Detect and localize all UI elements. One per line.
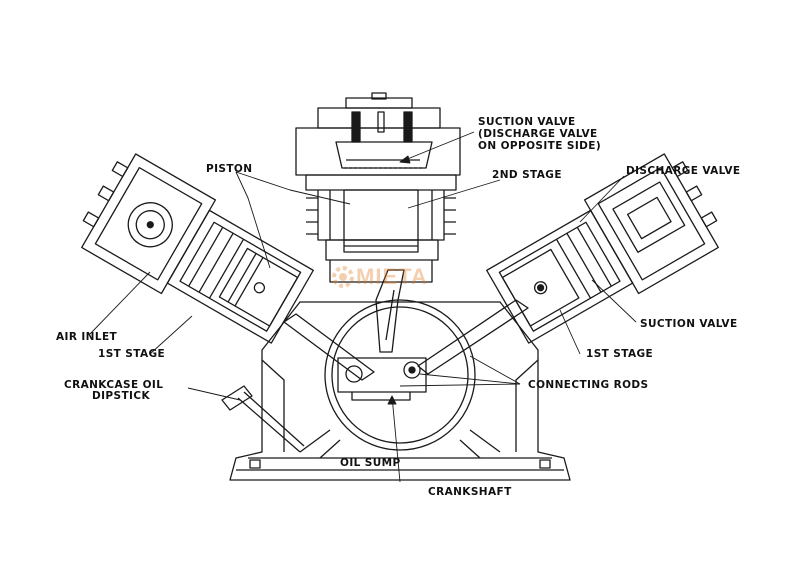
connecting-rods <box>283 299 529 401</box>
label-suction-valve-right: SUCTION VALVE <box>640 318 738 330</box>
gear-icon <box>332 266 354 288</box>
watermark: MIETA <box>330 262 480 296</box>
label-discharge-valve: DISCHARGE VALVE <box>626 165 741 177</box>
dipstick <box>221 385 305 453</box>
label-suction-valve-top: SUCTION VALVE <box>478 116 576 128</box>
right-first-stage-cylinder <box>486 153 719 344</box>
left-first-stage-cylinder <box>81 153 314 344</box>
label-first-stage-left: 1ST STAGE <box>98 348 166 360</box>
watermark-text: MIETA <box>356 264 428 289</box>
leader-lines <box>89 131 637 483</box>
label-air-inlet: AIR INLET <box>56 331 118 343</box>
label-piston: PISTON <box>206 163 253 175</box>
label-discharge-note-1: (DISCHARGE VALVE <box>478 128 598 140</box>
label-crankcase-oil: CRANKCASE OIL <box>64 379 164 391</box>
label-crankshaft: CRANKSHAFT <box>428 486 512 498</box>
label-connecting-rods: CONNECTING RODS <box>528 379 649 391</box>
label-second-stage: 2ND STAGE <box>492 169 562 181</box>
label-dipstick: DIPSTICK <box>92 390 150 402</box>
label-first-stage-right: 1ST STAGE <box>586 348 654 360</box>
label-oil-sump: OIL SUMP <box>340 457 401 469</box>
crankcase <box>229 299 571 481</box>
label-discharge-note-2: ON OPPOSITE SIDE) <box>478 140 602 152</box>
second-stage-cylinder <box>295 92 461 353</box>
